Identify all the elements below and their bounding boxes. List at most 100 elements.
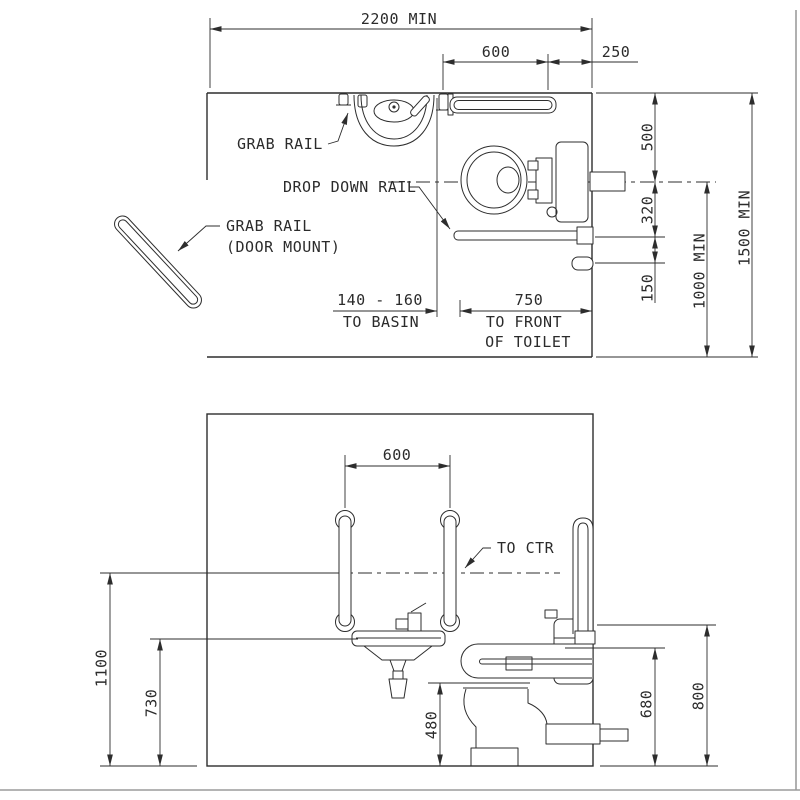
- basin-tap-dot: [392, 105, 396, 109]
- drop-down-rail-folded: [572, 517, 596, 645]
- sheet-frame: [0, 10, 800, 791]
- basin-tap-lever-bar: [410, 95, 430, 117]
- cistern-plan: [555, 141, 589, 223]
- to-ctr-annotation: TO CTR: [464, 539, 555, 569]
- dim-text-1000: 1000 MIN: [690, 233, 708, 309]
- basin-elevation: [351, 602, 446, 699]
- soil-pipe-outlet: [599, 728, 629, 742]
- dim-text-room-width: 2200 MIN: [361, 10, 437, 28]
- dim-rail-spacing: 600: [344, 446, 451, 508]
- basin-inner-rim: [360, 94, 428, 140]
- horizontal-grab-rail-plan: [447, 93, 557, 116]
- dim-pivot-height: 800: [597, 624, 716, 766]
- plan-walls: [206, 92, 593, 358]
- paper-holder: [505, 656, 533, 671]
- dim-text-320: 320: [638, 196, 656, 225]
- dim-text-480: 480: [422, 711, 440, 740]
- pan-base: [470, 747, 519, 766]
- toilet-elevation: [460, 609, 629, 766]
- grab-rail-leader: [327, 112, 349, 145]
- vertical-grab-rail-elev-right: [440, 510, 460, 632]
- trap-neck: [392, 670, 404, 680]
- drop-down-rail-label: DROP DOWN RAIL: [283, 178, 416, 196]
- elevation-view: 600 TO CTR: [92, 413, 718, 767]
- elevation-wall: [206, 413, 594, 767]
- drop-down-rail-leader: [409, 186, 451, 230]
- basin-plan: [353, 94, 435, 147]
- dim-text-500: 500: [638, 123, 656, 152]
- door-rail-leader: [177, 225, 220, 252]
- dim-note-front-clearance-2: OF TOILET: [485, 333, 571, 351]
- dim-text-rail-length: 600: [482, 43, 511, 61]
- drop-rail-mount: [576, 226, 594, 245]
- to-ctr-leader: [464, 547, 491, 569]
- door-grab-rail-plan: [114, 215, 202, 309]
- plan-annotations: GRAB RAIL DROP DOWN RAIL GRAB RAIL (DOOR…: [177, 112, 451, 256]
- tap-lever: [410, 602, 427, 613]
- rail-tube: [443, 515, 457, 627]
- dim-text-front-clearance: 750: [515, 291, 544, 309]
- folded-rail-inner: [577, 522, 589, 634]
- rail-pivot-bracket: [574, 630, 596, 645]
- dim-room-width: 2200 MIN: [209, 10, 593, 88]
- vertical-grab-rail-elev-left: [335, 510, 355, 632]
- rail-tube: [338, 515, 352, 627]
- basin-tap: [388, 101, 400, 113]
- dim-text-680: 680: [637, 690, 655, 719]
- tap-spout: [395, 618, 409, 630]
- dim-seat-height: 480: [422, 682, 462, 766]
- dim-note-basin-gap: TO BASIN: [343, 313, 419, 331]
- hinge-tab-top: [527, 160, 539, 171]
- tap-body: [407, 612, 422, 633]
- dim-text-1100: 1100: [92, 649, 110, 687]
- dim-text-basin-gap: 140 - 160: [337, 291, 423, 309]
- bottle-trap: [388, 678, 408, 699]
- drop-down-rail-plan: [453, 226, 594, 245]
- soil-pipe: [545, 723, 601, 745]
- rail-stub: [338, 93, 349, 106]
- seat-hinge-block: [535, 157, 553, 204]
- rail-stub: [438, 93, 449, 111]
- dim-basin-gap: 140 - 160 TO BASIN: [333, 98, 461, 331]
- basin-bowl-profile: [363, 645, 433, 661]
- toilet-bowl-opening: [496, 166, 520, 194]
- door-rail-label-line2: (DOOR MOUNT): [226, 238, 340, 256]
- door-rail-inner: [117, 219, 199, 305]
- pan-back-profile: [527, 689, 548, 725]
- dim-text-rail-to-corner: 250: [602, 43, 631, 61]
- deployed-rail-outer: [460, 643, 592, 679]
- flush-lever: [544, 609, 558, 619]
- door-rail-label-line1: GRAB RAIL: [226, 217, 312, 235]
- drop-down-rail-deployed: [460, 643, 592, 679]
- dim-rail-length: 600: [442, 43, 549, 90]
- toilet-seat-outer: [460, 145, 528, 215]
- dim-front-clearance: 750 TO FRONT OF TOILET: [460, 291, 592, 351]
- folded-rail-outer: [572, 517, 594, 634]
- dim-rail-to-corner: 250: [548, 43, 638, 65]
- to-ctr-label: TO CTR: [497, 539, 555, 557]
- toilet-seat-inner: [466, 151, 522, 209]
- vertical-grab-rail-plan-left: [336, 93, 351, 106]
- dim-text-rail-spacing: 600: [383, 446, 412, 464]
- drop-rail-tube: [453, 230, 586, 241]
- rail-tube-inner: [453, 100, 553, 110]
- deployed-rail-inner: [479, 658, 592, 665]
- rail-tube-outer: [449, 96, 557, 114]
- plan-view: GRAB RAIL DROP DOWN RAIL GRAB RAIL (DOOR…: [114, 10, 758, 358]
- dim-text-1500: 1500 MIN: [735, 190, 753, 266]
- dim-text-730: 730: [142, 689, 160, 718]
- dim-right-stack: 500 320 150 1000 MIN 1500 MIN: [595, 92, 758, 358]
- basin-fitting-left: [357, 94, 368, 108]
- roll-holder-plan: [571, 256, 594, 271]
- trap-cone: [389, 659, 407, 672]
- pan-front-profile: [463, 688, 477, 748]
- seat-bumper: [546, 206, 558, 218]
- basin-tap-lever: [410, 95, 430, 117]
- dim-basin-height: 730: [142, 638, 358, 766]
- flush-pipe-plan: [589, 171, 626, 192]
- dim-text-150: 150: [638, 274, 656, 303]
- hinge-tab-bottom: [527, 189, 539, 200]
- dim-rail-height: 680: [565, 647, 665, 766]
